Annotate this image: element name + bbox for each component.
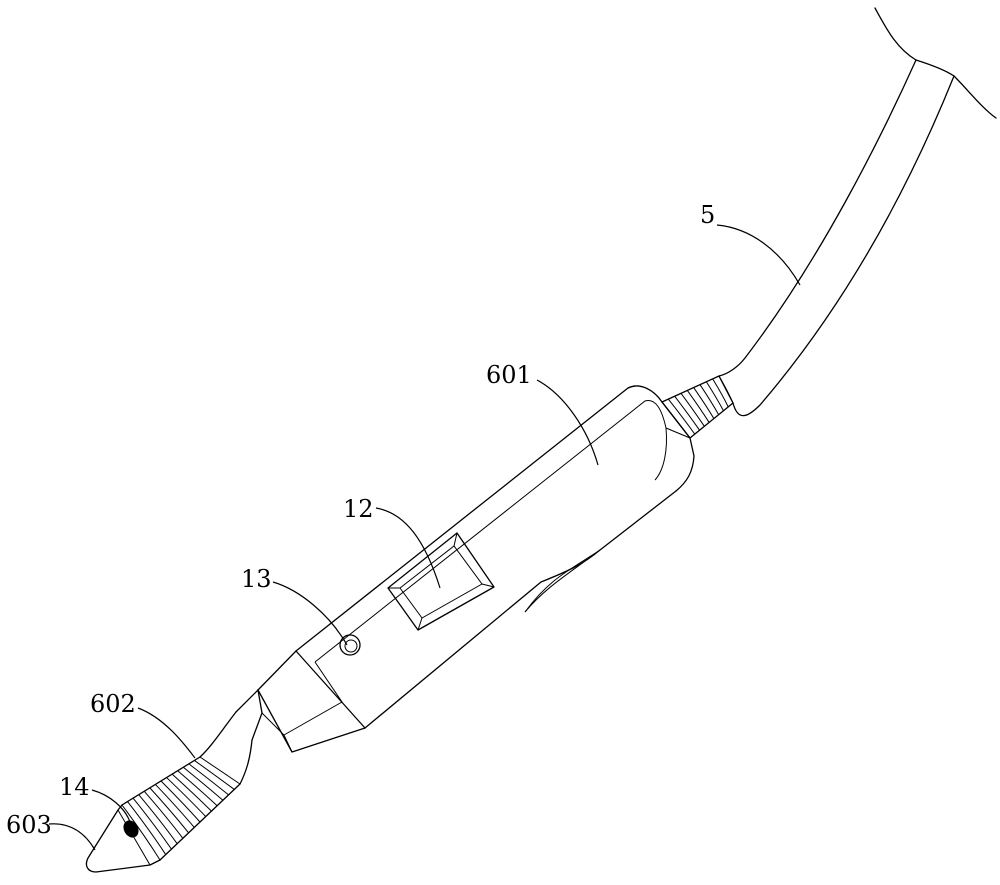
ring-line [188,763,229,796]
ring-line [127,801,167,855]
strain-relief [661,375,734,439]
label-tip: 603 [6,811,52,839]
ring-line [155,784,195,828]
label-cable: 5 [700,201,715,229]
ring-line [699,384,720,415]
ring-line [718,375,734,404]
ring-line [177,770,218,807]
ring-line [160,780,201,823]
label-grip: 602 [90,690,136,718]
cable [718,7,997,417]
ring-line [686,390,710,423]
ring-line [149,787,189,834]
ring-line [705,381,724,412]
ring-line [121,804,161,861]
grip [121,689,263,861]
handle-body [257,385,695,753]
ring-line [166,777,207,817]
ring-line [138,794,178,845]
sensor-dot [123,820,139,838]
ring-line [194,760,235,790]
label-button: 13 [241,565,272,593]
ring-line [693,387,715,419]
leader-lines [48,224,801,851]
ring-line [171,773,212,812]
ring-line [680,393,705,427]
switch-window [387,532,495,631]
ring-line [667,398,696,435]
label-sensor: 14 [59,773,90,801]
ring-line [712,378,729,408]
label-body: 601 [486,361,532,389]
label-switch-window: 12 [343,495,374,523]
ring-line [132,797,172,850]
ring-line [674,395,700,431]
ring-line [199,756,241,785]
tip [85,804,161,873]
ring-line [143,790,184,839]
button [339,634,361,656]
ring-line [182,766,224,801]
